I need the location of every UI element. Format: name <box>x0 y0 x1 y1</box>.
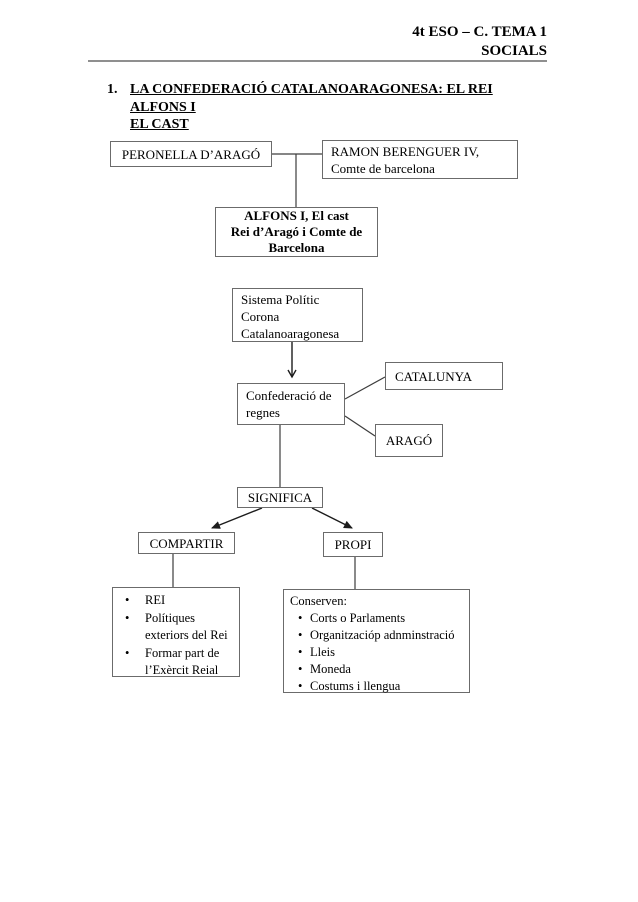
box-peronella-label: PERONELLA D’ARAGÓ <box>121 146 261 162</box>
box-confederacio-label: Confederació de regnes <box>246 388 332 420</box>
arrow-significa-to-compartir <box>211 507 263 529</box>
box-catalunya-label: CATALUNYA <box>395 368 472 384</box>
heading-text: LA CONFEDERACIÓ CATALANOARAGONESA: EL RE… <box>130 82 493 132</box>
propi-list: Corts o Parlaments Organitzacióp adnmins… <box>298 610 469 695</box>
box-significa-label: SIGNIFICA <box>247 490 313 505</box>
box-catalunya: CATALUNYA <box>385 362 503 390</box>
list-item: Polítiques exteriors del Rei <box>125 610 238 645</box>
list-item: REI <box>125 592 238 610</box>
box-compartir: COMPARTIR <box>138 532 235 554</box>
page-header: 4t ESO – C. TEMA 1 SOCIALS <box>412 23 547 61</box>
box-peronella: PERONELLA D’ARAGÓ <box>110 141 272 167</box>
box-propi: PROPI <box>323 532 383 557</box>
list-item: Costums i llengua <box>298 678 469 695</box>
list-item: Formar part de l’Exèrcit Reial <box>125 645 238 680</box>
box-arago: ARAGÓ <box>375 424 443 457</box>
header-divider <box>88 60 547 62</box>
box-sistema-politic: Sistema Polític Corona Catalanoaragonesa <box>232 288 363 342</box>
list-item: Moneda <box>298 661 469 678</box>
list-item: Organitzacióp adnminstració <box>298 627 469 644</box>
box-confederacio: Confederació de regnes <box>237 383 345 425</box>
compartir-list: REI Polítiques exteriors del Rei Formar … <box>125 592 238 680</box>
arrow-significa-to-propi <box>311 507 353 529</box>
box-significa: SIGNIFICA <box>237 487 323 508</box>
box-alfons: ALFONS I, El cast Rei d’Aragó i Comte de… <box>215 207 378 257</box>
box-ramon-berenguer-label: RAMON BERENGUER IV, Comte de barcelona <box>331 143 480 176</box>
section-heading: 1. LA CONFEDERACIÓ CATALANOARAGONESA: EL… <box>107 81 550 134</box>
box-ramon-berenguer: RAMON BERENGUER IV, Comte de barcelona <box>322 140 518 179</box>
list-item: Lleis <box>298 644 469 661</box>
heading-number: 1. <box>107 82 118 97</box>
connector-confederacio-arago <box>344 415 376 437</box>
box-propi-label: PROPI <box>334 537 372 552</box>
box-compartir-details: REI Polítiques exteriors del Rei Formar … <box>112 587 240 677</box>
connector-confederacio-catalunya <box>344 376 386 400</box>
box-alfons-label: ALFONS I, El cast Rei d’Aragó i Comte de… <box>230 208 363 255</box>
box-arago-label: ARAGÓ <box>385 433 433 448</box>
list-item: Corts o Parlaments <box>298 610 469 627</box>
box-propi-details: Conserven: Corts o Parlaments Organitzac… <box>283 589 470 695</box>
header-course: 4t ESO – C. TEMA 1 <box>412 24 547 40</box>
conserven-label: Conserven: <box>290 594 347 608</box>
box-sistema-politic-label: Sistema Polític Corona Catalanoaragonesa <box>241 292 340 341</box>
header-subject: SOCIALS <box>481 43 547 59</box>
box-compartir-label: COMPARTIR <box>149 535 224 551</box>
